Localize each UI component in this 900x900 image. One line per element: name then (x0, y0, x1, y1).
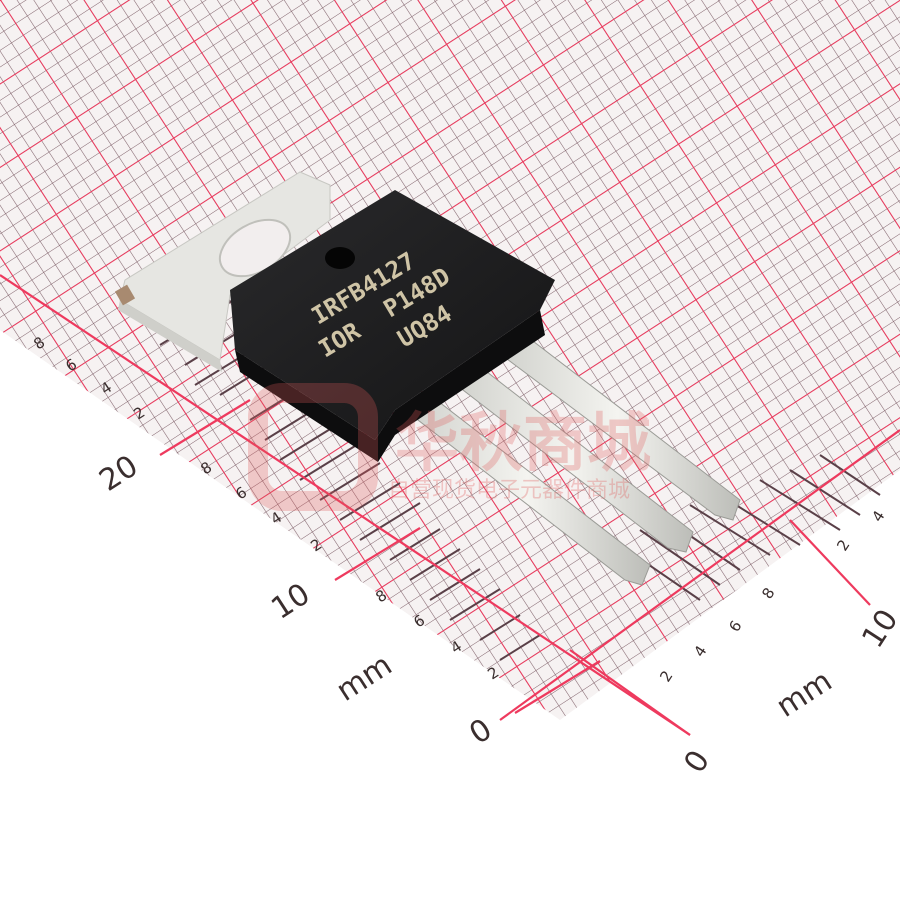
watermark-subtitle: 自营现货电子元器件商城 (388, 478, 630, 503)
metal-tab (114, 171, 331, 372)
watermark-logo-icon (248, 383, 378, 511)
ruler-left-major-ticks (0, 274, 691, 736)
watermark-title: 华秋商城 (395, 407, 651, 481)
ruler-right-major-ticks (499, 429, 900, 736)
body-dimple (325, 247, 355, 269)
ruler-right-ticks (619, 454, 881, 601)
watermark: 华秋商城 自营现货电子元器件商城 (248, 383, 651, 511)
transistor-leads (404, 334, 741, 586)
to220-transistor: IRFB4127 IOR P148D UQ84 (114, 171, 741, 586)
transistor-body: IRFB4127 IOR P148D UQ84 (230, 190, 555, 462)
